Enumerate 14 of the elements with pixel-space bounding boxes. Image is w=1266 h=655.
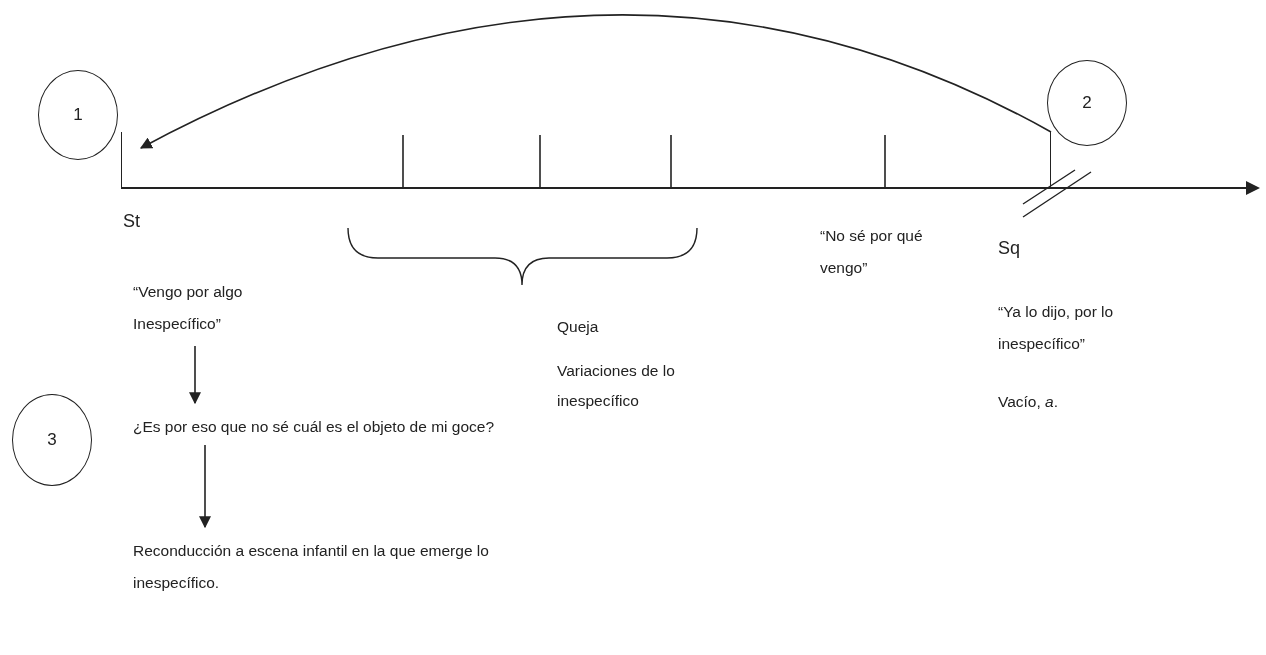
text: Reconducción a escena infantil en la que emerge lo inespecífico. [133, 535, 493, 599]
text: “Vengo por algo Inespecífico” [133, 276, 283, 340]
arrow [199, 444, 211, 529]
tick-mark [1050, 132, 1051, 188]
tick-mark [121, 132, 122, 188]
text-label: “No sé por qué vengo” [820, 226, 924, 278]
text-label: Sq [998, 237, 1022, 260]
text-label: “Ya lo dijo, por lo inespecífico” [998, 302, 1115, 354]
text-label: Vacío, a. [998, 392, 1060, 412]
text-label: St [123, 210, 141, 233]
text-label: Queja [557, 317, 600, 337]
text: ¿Es por eso que no sé cuál es el objeto de mi goce? [133, 413, 593, 441]
text-label: Variaciones de lo inespecífico [557, 361, 676, 411]
arrow [189, 345, 201, 405]
